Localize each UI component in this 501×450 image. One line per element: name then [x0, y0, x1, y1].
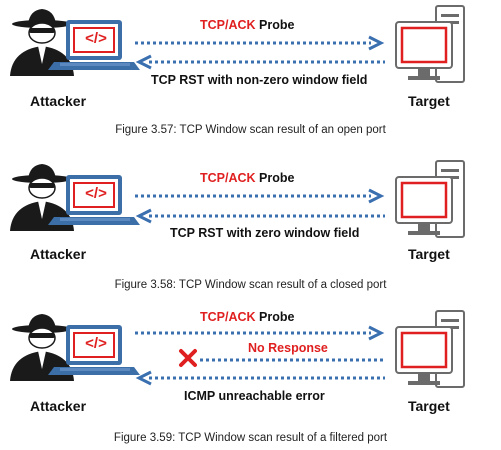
probe-label: TCP/ACK Probe — [200, 310, 294, 324]
scenario-open-port: </> Attacker Target TCP/ACK Probe TCP RS… — [0, 0, 501, 145]
probe-arrow — [135, 35, 385, 51]
code-glyph: </> — [85, 185, 107, 202]
response-label: TCP RST with non-zero window field — [151, 73, 368, 87]
probe-protocol: TCP/ACK — [200, 171, 256, 185]
target-label: Target — [408, 398, 450, 414]
figure-caption: Figure 3.59: TCP Window scan result of a… — [113, 432, 388, 444]
target-label: Target — [408, 246, 450, 262]
no-response-label: No Response — [248, 341, 328, 355]
blocked-x-icon — [179, 349, 197, 367]
target-computer-icon — [395, 5, 465, 83]
response-label: ICMP unreachable error — [184, 389, 325, 403]
code-glyph: </> — [85, 30, 107, 47]
attacker-label: Attacker — [30, 398, 87, 414]
target-computer-icon — [395, 160, 465, 238]
response-arrow — [135, 208, 385, 224]
attacker-hacker-icon — [10, 164, 140, 231]
attacker-hacker-icon — [10, 9, 140, 76]
probe-text: Probe — [255, 18, 295, 32]
attacker-label: Attacker — [30, 246, 87, 262]
probe-label: TCP/ACK Probe — [200, 18, 294, 32]
probe-label: TCP/ACK Probe — [200, 171, 294, 185]
response-arrow — [135, 370, 385, 386]
code-glyph: </> — [85, 335, 107, 352]
scenario-filtered-port: </> Attacker Target TCP/ACK Probe No Res… — [0, 305, 501, 450]
response-label: TCP RST with zero window field — [170, 226, 360, 240]
figure-caption: Figure 3.57: TCP Window scan result of a… — [115, 124, 386, 136]
scenario-closed-port: </> Attacker Target TCP/ACK Probe TCP RS… — [0, 155, 501, 300]
probe-protocol: TCP/ACK — [200, 310, 256, 324]
probe-text: Probe — [255, 310, 295, 324]
probe-arrow — [135, 325, 385, 341]
probe-text: Probe — [255, 171, 295, 185]
attacker-hacker-icon — [10, 314, 140, 381]
figure-caption: Figure 3.58: TCP Window scan result of a… — [114, 279, 387, 291]
target-computer-icon — [395, 310, 465, 388]
probe-arrow — [135, 188, 385, 204]
target-label: Target — [408, 93, 450, 109]
blocked-arrow — [200, 358, 385, 362]
probe-protocol: TCP/ACK — [200, 18, 256, 32]
attacker-label: Attacker — [30, 93, 87, 109]
response-arrow — [135, 54, 385, 70]
